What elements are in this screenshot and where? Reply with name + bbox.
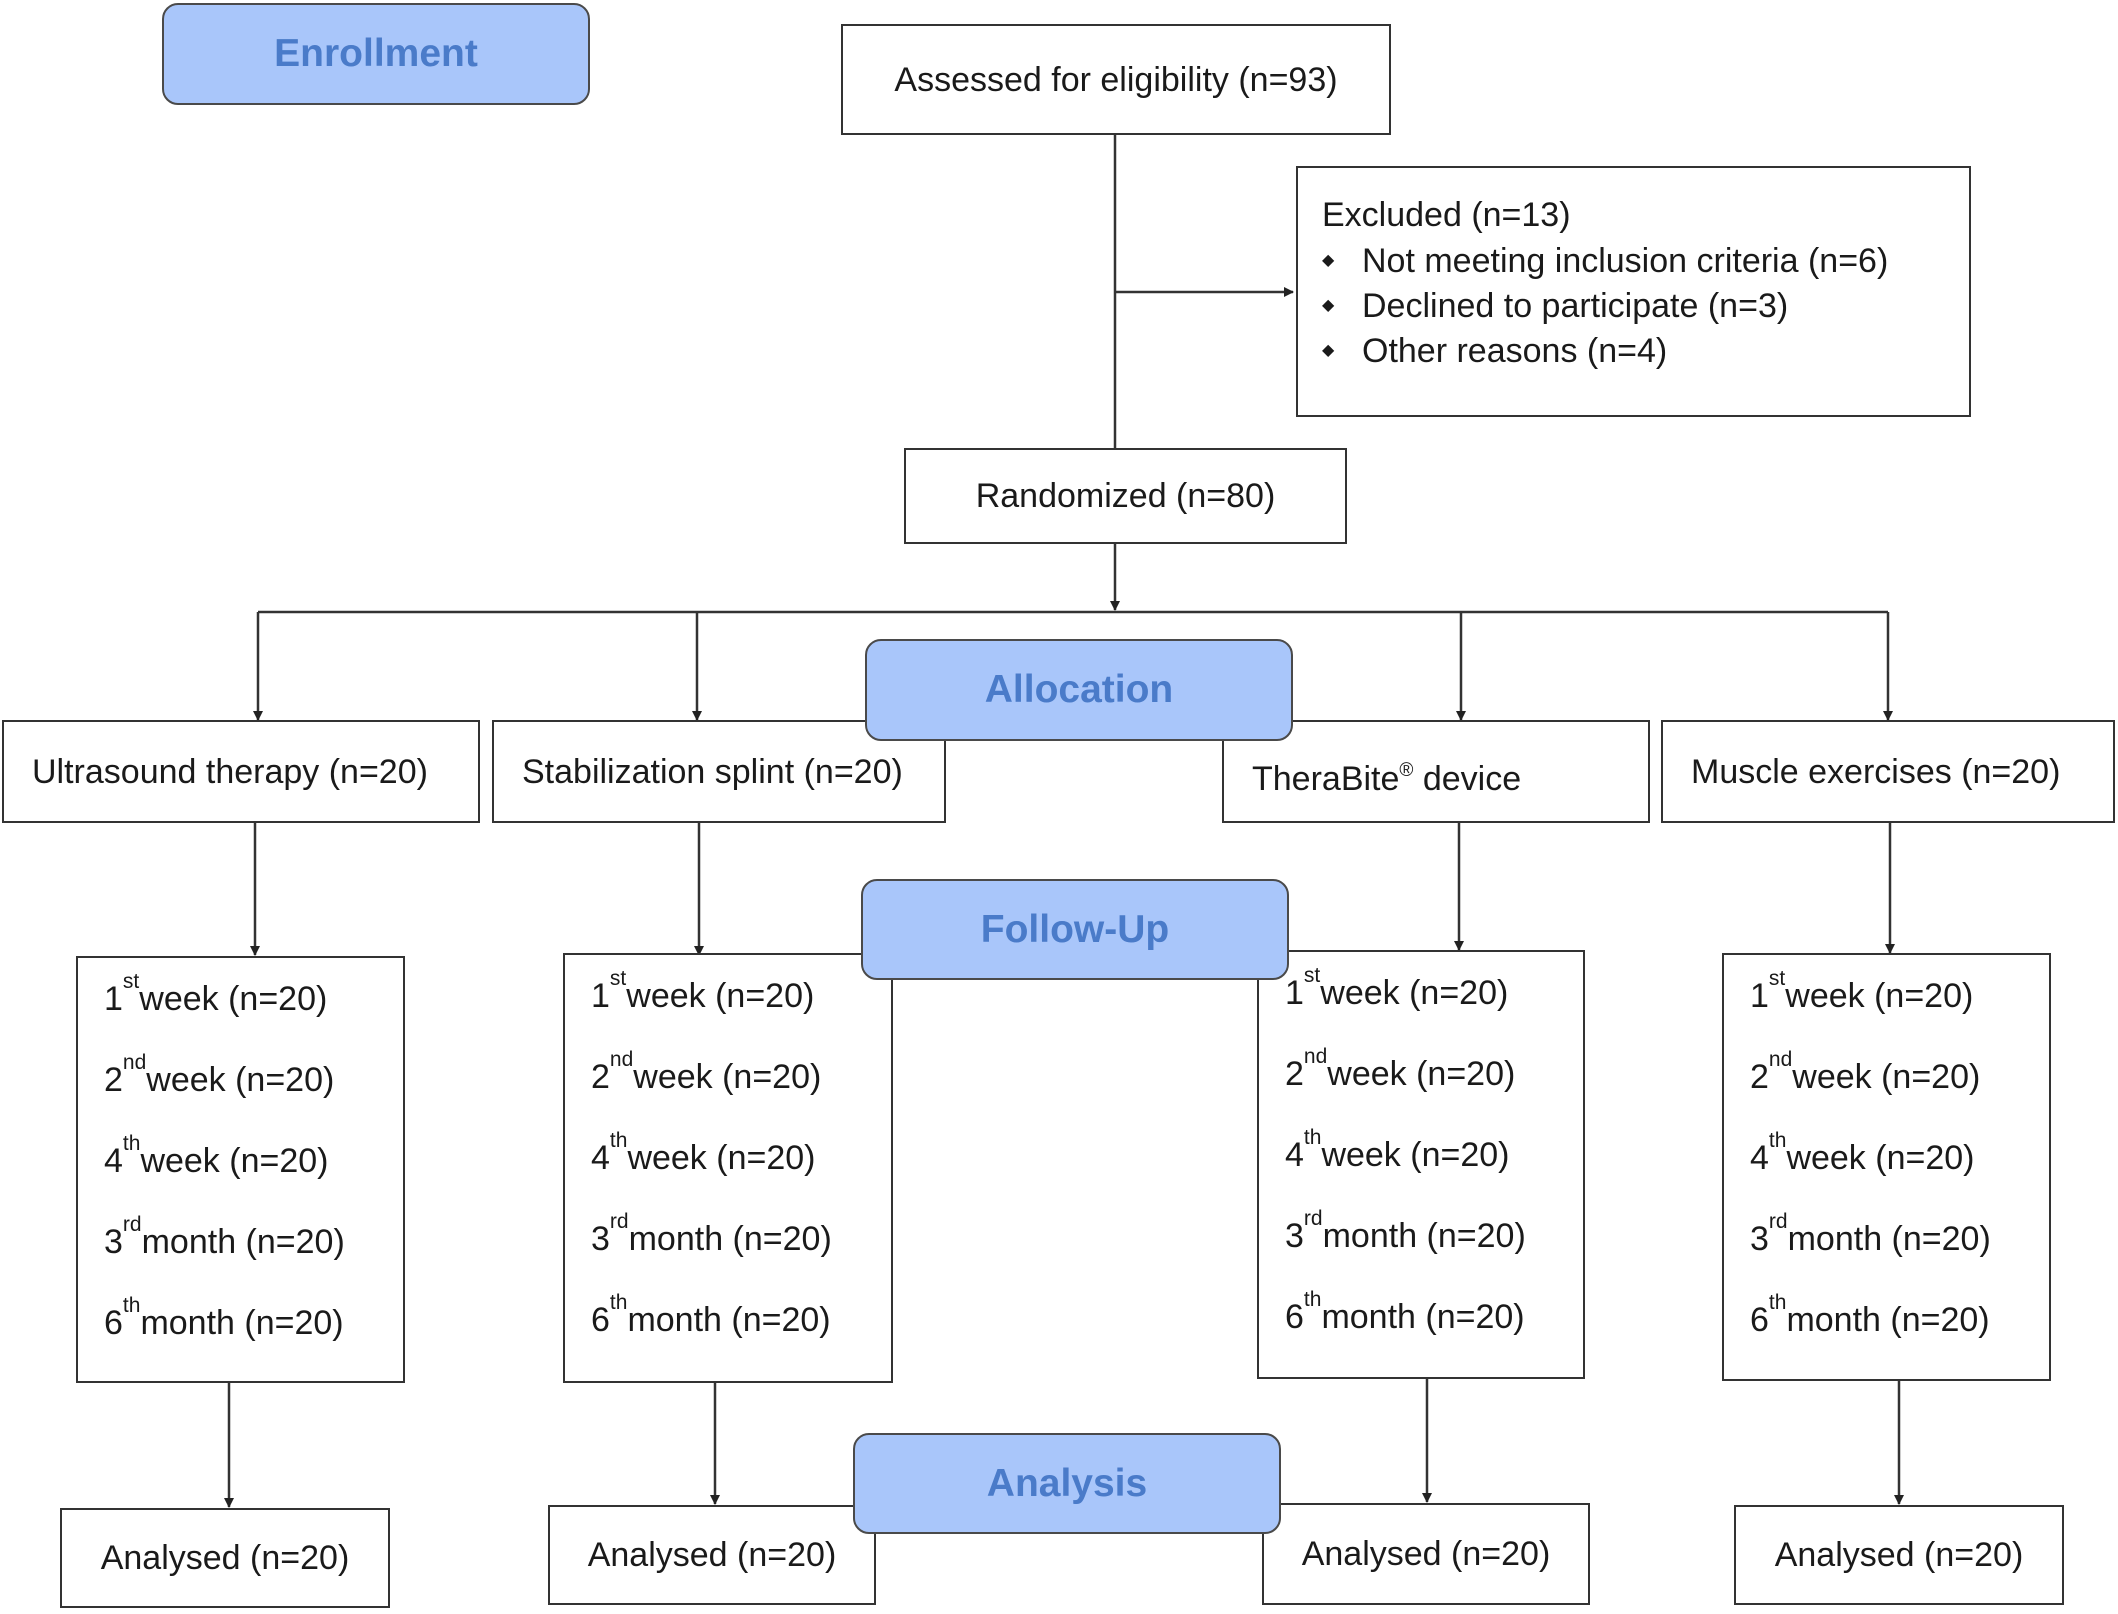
group-label-suffix: device [1413, 759, 1522, 798]
group-label-name: TheraBite [1252, 759, 1400, 798]
group-box-exercises: Muscle exercises (n=20) [1661, 720, 2115, 823]
excluded-reason-text: Not meeting inclusion criteria (n=6) [1362, 242, 1889, 280]
bullet-icon: ◆ [1322, 342, 1335, 359]
group-label: Muscle exercises (n=20) [1691, 752, 2061, 791]
analysed-box-splint: Analysed (n=20) [548, 1505, 876, 1605]
excluded-reason: ◆ Declined to participate (n=3) [1322, 289, 1969, 323]
excluded-reason-text: Declined to participate (n=3) [1362, 287, 1789, 325]
analysed-text: Analysed (n=20) [587, 1536, 837, 1574]
excluded-title: Excluded (n=13) [1322, 196, 1571, 234]
group-label: TheraBite® device [1252, 759, 1522, 798]
analysed-box-ultrasound: Analysed (n=20) [60, 1508, 390, 1608]
bullet-icon: ◆ [1322, 252, 1335, 269]
analysed-box-therabite: Analysed (n=20) [1262, 1503, 1590, 1605]
excluded-reason: ◆ Not meeting inclusion criteria (n=6) [1322, 244, 1969, 278]
group-box-ultrasound: Ultrasound therapy (n=20) [2, 720, 480, 823]
bullet-icon: ◆ [1322, 297, 1335, 314]
stage-label-analysis: Analysis [853, 1433, 1281, 1534]
stage-label-enrollment: Enrollment [162, 3, 590, 105]
group-box-therabite: TheraBite® device [1222, 720, 1650, 823]
excluded-reason: ◆ Other reasons (n=4) [1322, 334, 1969, 368]
excluded-reason-text: Other reasons (n=4) [1362, 332, 1668, 370]
group-label: Stabilization splint (n=20) [522, 752, 903, 791]
assessed-text: Assessed for eligibility (n=93) [894, 60, 1338, 99]
analysed-text: Analysed (n=20) [100, 1539, 350, 1577]
assessed-box: Assessed for eligibility (n=93) [841, 24, 1391, 135]
randomized-text: Randomized (n=80) [975, 477, 1276, 515]
excluded-reasons-list: ◆ Not meeting inclusion criteria (n=6) ◆… [1322, 244, 1969, 368]
analysed-box-exercises: Analysed (n=20) [1734, 1505, 2064, 1605]
registered-mark: ® [1399, 759, 1414, 781]
analysed-text: Analysed (n=20) [1774, 1536, 2024, 1574]
stage-label-follow-up: Follow-Up [861, 879, 1289, 980]
group-label: Ultrasound therapy (n=20) [32, 752, 428, 791]
randomized-box: Randomized (n=80) [904, 448, 1347, 544]
stage-label-allocation: Allocation [865, 639, 1293, 741]
excluded-box: Excluded (n=13) ◆ Not meeting inclusion … [1296, 166, 1971, 417]
analysed-text: Analysed (n=20) [1301, 1535, 1551, 1573]
